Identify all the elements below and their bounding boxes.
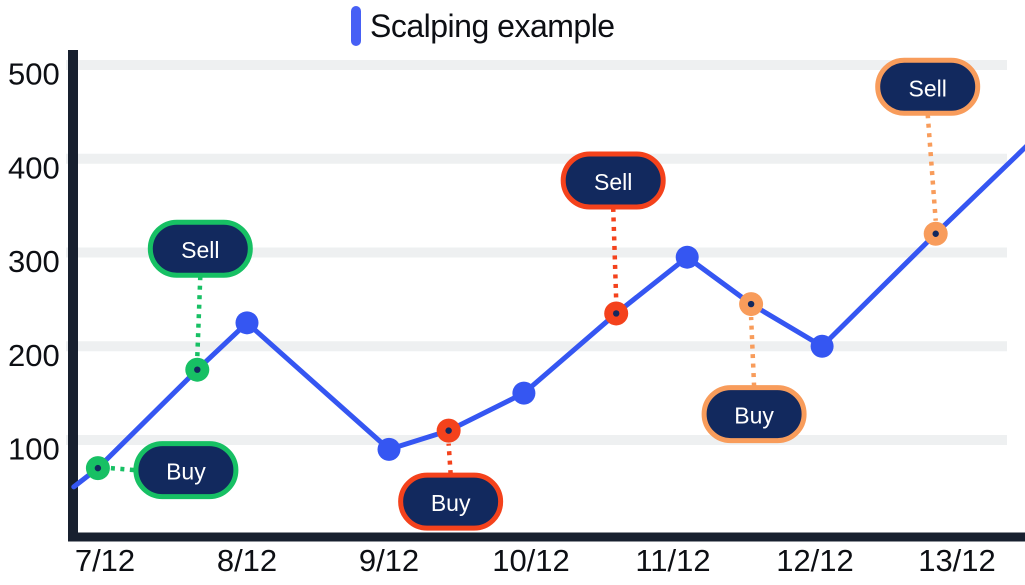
trade-dot-center-3 [613, 310, 620, 317]
connector-line-0 [110, 465, 136, 473]
trade-dot-center-0 [94, 464, 102, 472]
buy-pill-label-4: Buy [734, 403, 774, 429]
price-point-marker-0 [235, 311, 259, 335]
sell-pill-red: Sell [560, 151, 666, 210]
price-point-marker-3 [675, 245, 699, 269]
connector-line-4 [748, 316, 757, 387]
buy-pill-red: Buy [398, 472, 504, 531]
buy-pill-orange: Buy [701, 385, 807, 444]
connector-line-1 [195, 276, 203, 357]
chart-title: Scalping example [370, 7, 615, 44]
y-tick-label-300: 300 [8, 244, 60, 279]
sell-pill-shape-1 [147, 219, 253, 278]
title-accent-bar [351, 6, 361, 46]
trade-dot-center-5 [932, 230, 939, 237]
chart-title-row: Scalping example [351, 5, 615, 47]
trade-dot-center-4 [747, 300, 755, 308]
buy-pill-label-0: Buy [166, 459, 206, 485]
trade-dot-center-2 [445, 427, 452, 434]
x-tick-label-1: 8/12 [217, 543, 277, 578]
trade-dot-center-1 [194, 366, 201, 373]
buy-pill-shape-4 [701, 385, 807, 444]
connector-line-3 [610, 207, 619, 301]
sell-pill-shape-5 [875, 57, 981, 116]
buy-pill-green: Buy [133, 441, 239, 500]
sell-pill-label-1: Sell [181, 237, 219, 263]
connector-line-2 [446, 443, 453, 475]
sell-pill-green: Sell [147, 219, 253, 278]
y-tick-label-400: 400 [8, 150, 60, 185]
x-tick-label-2: 9/12 [359, 543, 419, 578]
price-point-marker-2 [512, 381, 536, 405]
x-tick-label-6: 13/12 [918, 543, 996, 578]
sell-pill-label-5: Sell [909, 75, 947, 101]
y-tick-label-500: 500 [8, 57, 60, 92]
x-tick-label-3: 10/12 [492, 543, 570, 578]
y-tick-label-100: 100 [8, 432, 60, 467]
sell-pill-label-3: Sell [594, 169, 632, 195]
price-point-marker-1 [377, 437, 401, 461]
buy-pill-shape-2 [398, 472, 504, 531]
sell-pill-orange: Sell [875, 57, 981, 116]
x-tick-label-4: 11/12 [635, 543, 710, 578]
sell-pill-shape-3 [560, 151, 666, 210]
x-tick-label-0: 7/12 [75, 543, 135, 578]
connector-line-5 [925, 114, 938, 221]
x-tick-label-5: 12/12 [776, 543, 854, 578]
buy-pill-label-2: Buy [431, 490, 471, 516]
price-point-marker-4 [810, 334, 834, 358]
y-tick-label-200: 200 [8, 338, 60, 373]
buy-pill-shape-0 [133, 441, 239, 500]
